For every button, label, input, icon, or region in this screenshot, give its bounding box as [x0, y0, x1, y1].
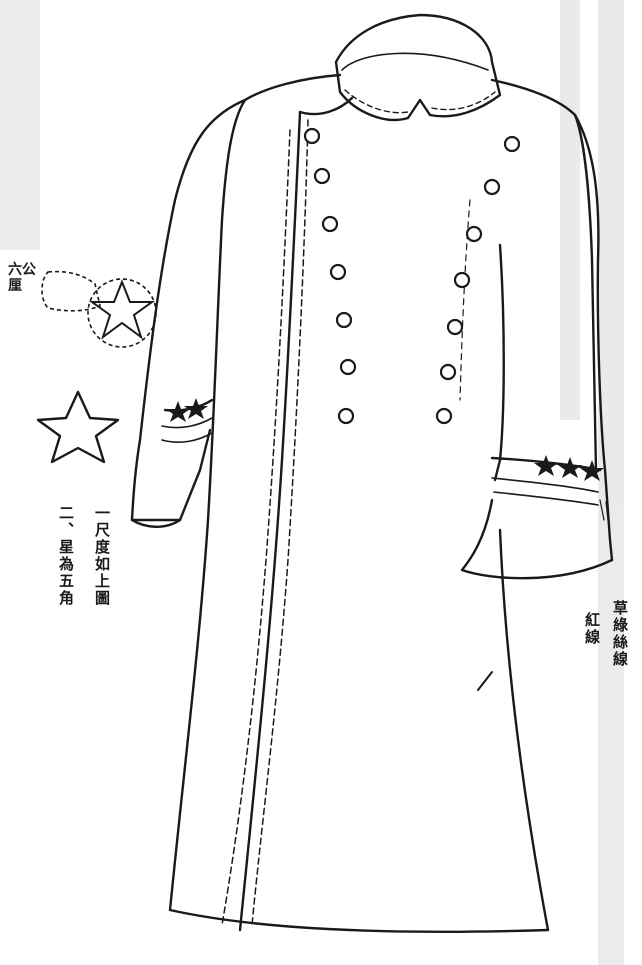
coat-body-left: [168, 73, 550, 933]
coat-collar: [334, 13, 502, 122]
left-cuff-stars: [166, 398, 208, 422]
bleed-through-text: [0, 0, 624, 965]
right-sleeve: [573, 113, 614, 562]
right-cuff-red-line: [491, 477, 599, 493]
label-red-thread: 紅線: [583, 612, 601, 646]
collar-inner-dash: [344, 89, 409, 114]
note-scale: 一尺度如上圖: [93, 505, 111, 607]
label-green-silk-thread: 草綠絲線: [611, 600, 629, 668]
front-buttons: [303, 127, 521, 425]
large-star-icon: [36, 390, 120, 464]
right-cuff-stars: [534, 455, 604, 481]
note-five-point-star: 二、星為五角: [57, 505, 75, 607]
placket-stitching: [221, 129, 291, 926]
star-detail-callout: [41, 270, 157, 348]
label-six-millimeter: 六公厘: [8, 262, 36, 294]
coat-front-edge: [238, 110, 302, 932]
left-cuff-red-line: [161, 417, 213, 429]
